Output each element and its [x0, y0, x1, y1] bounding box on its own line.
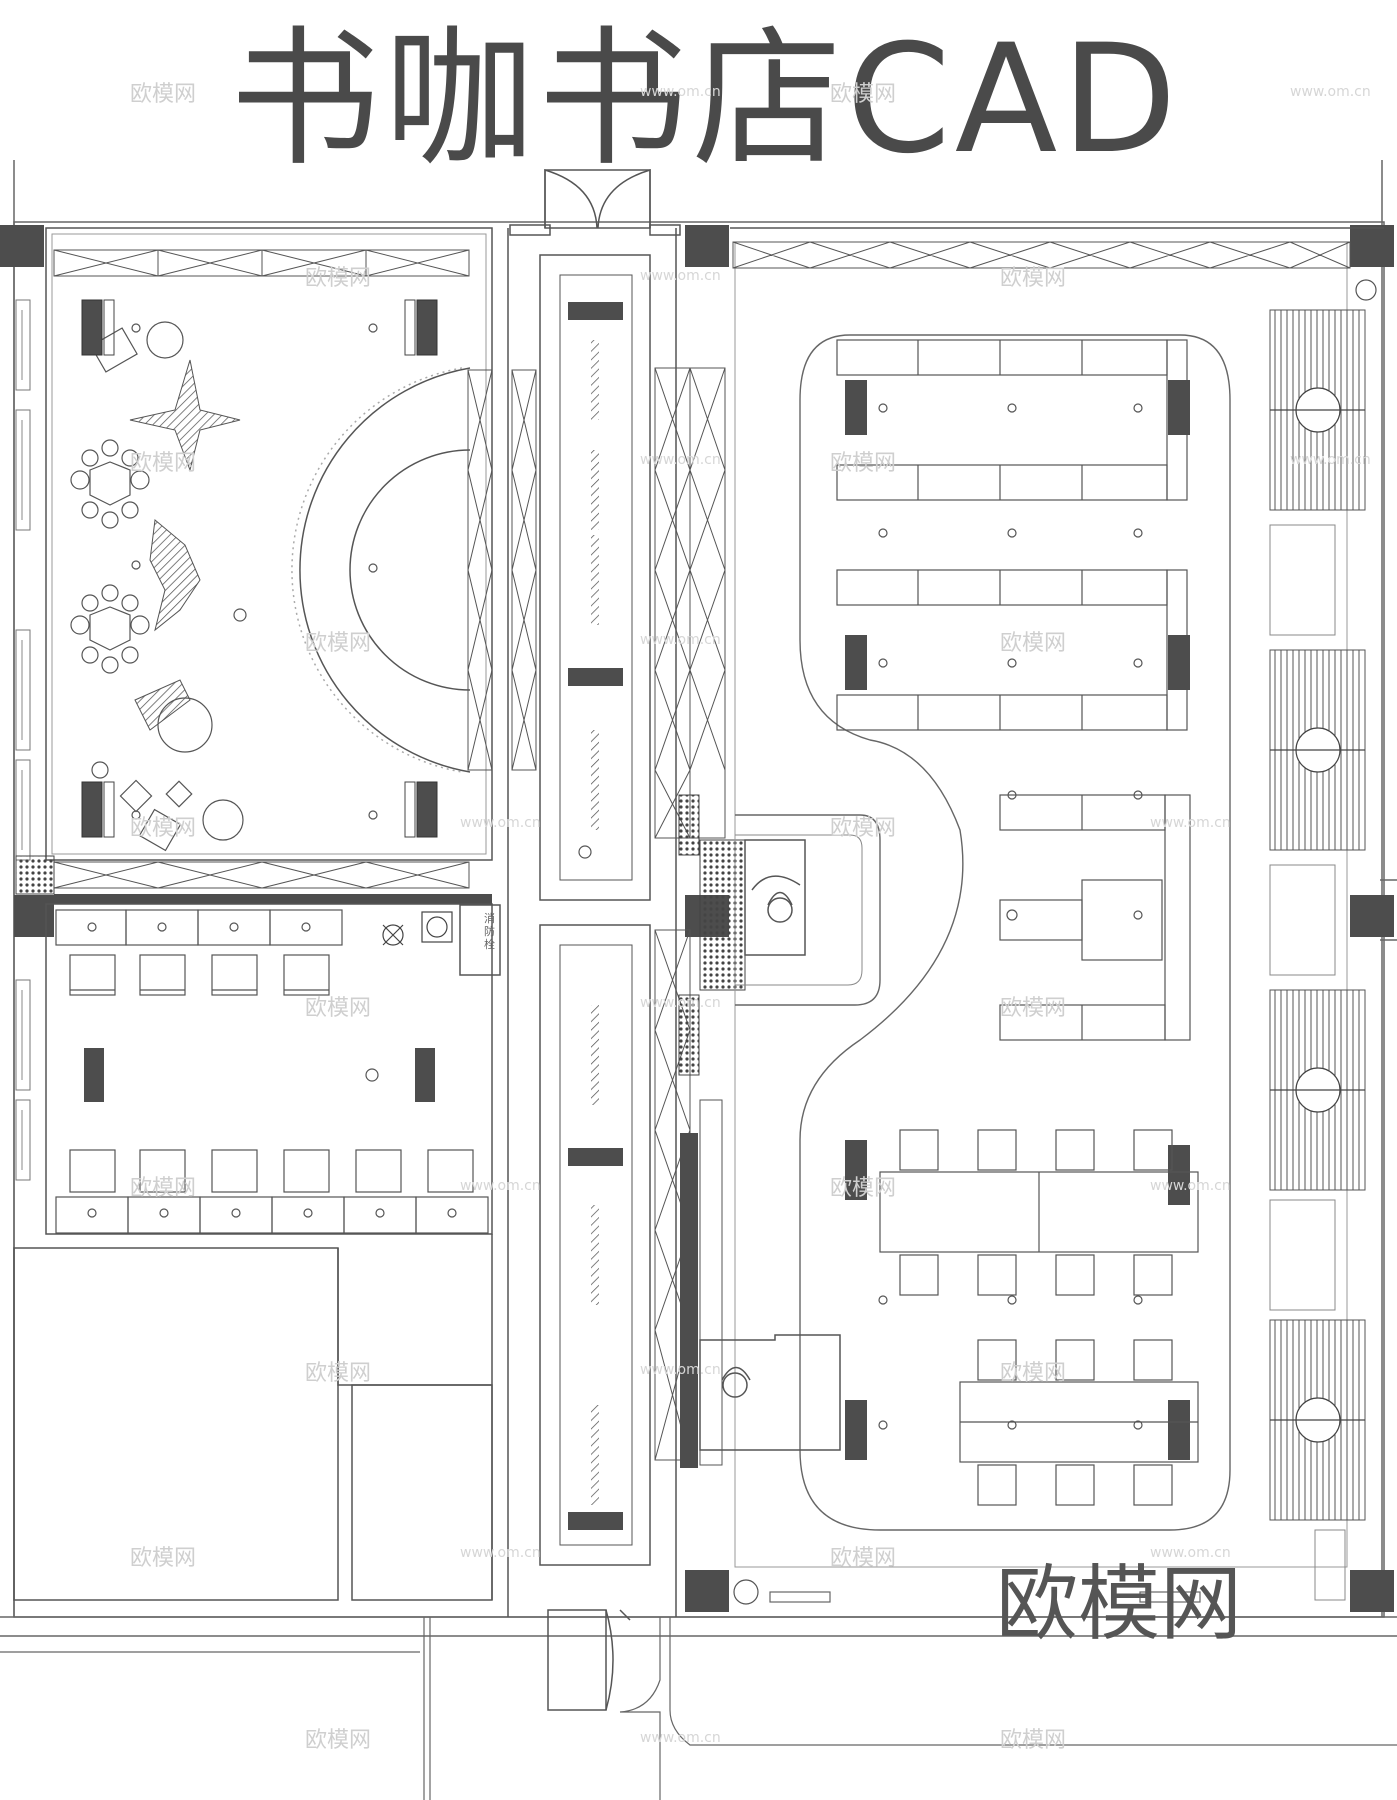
watermark-site: www.om.cn	[640, 632, 721, 648]
central-corridor	[507, 228, 677, 1617]
brand-mark: 欧模网	[996, 1557, 1243, 1652]
floor-pattern-path	[799, 334, 1231, 1531]
watermark: 欧模网	[130, 82, 197, 107]
hatched-block-left	[15, 855, 55, 895]
window-mullions-left	[15, 299, 31, 1181]
reading-tables-right	[879, 1129, 1199, 1506]
glass-partition-right	[654, 367, 726, 1466]
partition-wall-dark	[54, 894, 492, 904]
floor-pattern-inner	[735, 814, 881, 1006]
watermark-site: www.om.cn	[640, 995, 721, 1011]
decor-star	[129, 359, 241, 731]
watermark-site: www.om.cn	[460, 815, 541, 831]
round-stage	[291, 367, 471, 773]
left-study-room	[45, 903, 501, 1235]
display-racks-cafe-outline	[103, 299, 416, 838]
watermark: 欧模网	[830, 82, 897, 107]
watermark-site: www.om.cn	[460, 1178, 541, 1194]
watermark-site: www.om.cn	[1290, 452, 1371, 468]
watermark: 欧模网	[130, 816, 197, 841]
corridor-hatch-strips	[591, 340, 599, 1505]
dark-wall-strip	[680, 1133, 698, 1468]
entrance-door-bottom	[547, 1609, 631, 1711]
watermark-site: www.om.cn	[1150, 1178, 1231, 1194]
storage-rooms	[13, 1234, 493, 1601]
ceiling-lights	[131, 279, 1377, 1605]
watermark: 欧模网	[1000, 996, 1067, 1021]
watermark-site: www.om.cn	[1150, 815, 1231, 831]
watermark: 欧模网	[1000, 266, 1067, 291]
drawing-title: 书咖书店CAD	[230, 13, 1181, 187]
study-racks	[84, 1048, 435, 1102]
cafe-furniture	[70, 321, 244, 852]
corridor-display-shelves	[568, 302, 623, 1530]
watermark: 欧模网	[305, 266, 372, 291]
watermark-site: www.om.cn	[460, 1545, 541, 1561]
ceiling-truss-left-top	[53, 249, 470, 277]
watermark-site: www.om.cn	[640, 1362, 721, 1378]
dotted-panels	[678, 794, 746, 1076]
service-counter-bottom	[699, 1334, 841, 1451]
island-racks	[845, 380, 1190, 1460]
bookcase-round-tables	[1270, 387, 1365, 1443]
entrance-door-top	[509, 168, 681, 236]
watermark: 欧模网	[1000, 1361, 1067, 1386]
study-desks-top	[55, 909, 343, 996]
watermark: 欧模网	[305, 631, 372, 656]
watermark: 欧模网	[305, 1361, 372, 1386]
watermark-site: www.om.cn	[640, 452, 721, 468]
exterior-bottom	[0, 1591, 1397, 1800]
watermark-site: www.om.cn	[1290, 84, 1371, 100]
study-desks-bottom	[55, 1149, 489, 1234]
watermark-site: www.om.cn	[640, 1730, 721, 1746]
right-wall-panels	[1269, 524, 1346, 1601]
watermark: 欧模网	[1000, 631, 1067, 656]
ceiling-truss-right	[732, 241, 1351, 269]
watermark: 欧模网	[830, 1546, 897, 1571]
fire-hydrant-label: 消防栓	[484, 912, 495, 951]
display-racks-cafe	[81, 299, 438, 838]
watermark: 欧模网	[130, 1546, 197, 1571]
service-counter-top	[744, 839, 806, 956]
watermark: 欧模网	[830, 1176, 897, 1201]
watermark: 欧模网	[130, 451, 197, 476]
ceiling-truss-left-bottom	[53, 861, 470, 889]
watermark: 欧模网	[830, 816, 897, 841]
bookshelf-islands	[836, 339, 1191, 1041]
watermark-site: www.om.cn	[1150, 1545, 1231, 1561]
floor-pattern-inner-2	[735, 834, 863, 986]
watermark: 欧模网	[1000, 1728, 1067, 1753]
watermark: 欧模网	[305, 996, 372, 1021]
glass-partition-left	[467, 369, 537, 771]
fire-equipment	[382, 911, 453, 946]
watermark: 欧模网	[830, 451, 897, 476]
watermark: 欧模网	[130, 1176, 197, 1201]
watermark-site: www.om.cn	[640, 84, 721, 100]
watermark: 欧模网	[305, 1728, 372, 1753]
watermark-site: www.om.cn	[640, 268, 721, 284]
